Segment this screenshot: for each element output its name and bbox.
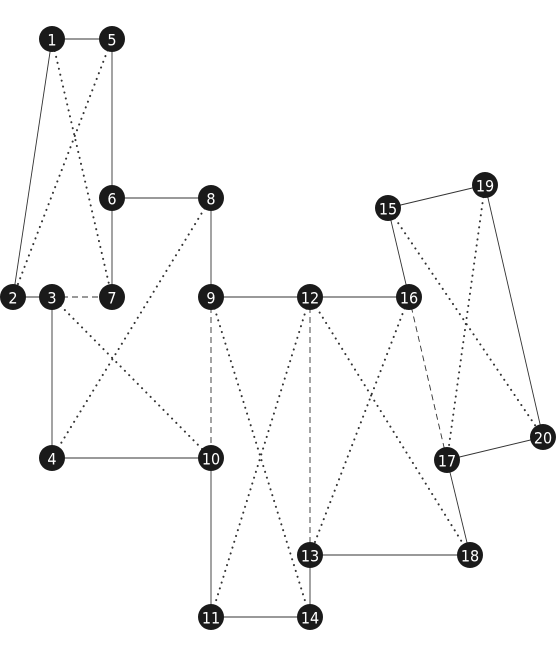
node-circle: [457, 542, 483, 568]
edge-16-13: [309, 296, 410, 556]
node-circle: [39, 445, 65, 471]
edges-layer: [12, 38, 544, 618]
edge-8-4: [51, 197, 212, 459]
node-14: 14: [297, 604, 323, 630]
node-circle: [297, 604, 323, 630]
node-16: 16: [396, 284, 422, 310]
node-4: 4: [39, 445, 65, 471]
edge-19-20: [484, 184, 544, 438]
node-label: 13: [301, 547, 319, 566]
edge-3-10: [51, 296, 212, 459]
node-circle: [99, 26, 125, 52]
edge-19-17: [446, 184, 486, 461]
node-label: 2: [8, 289, 17, 308]
node-circle: [99, 185, 125, 211]
node-17: 17: [434, 447, 460, 473]
edge-15-16: [387, 207, 410, 298]
node-label: 14: [301, 609, 319, 628]
node-5: 5: [99, 26, 125, 52]
node-label: 3: [47, 289, 56, 308]
edge-17-20: [446, 436, 544, 461]
node-3: 3: [39, 284, 65, 310]
node-12: 12: [297, 284, 323, 310]
edge-16-17: [408, 296, 448, 461]
node-circle: [396, 284, 422, 310]
edge-15-19: [387, 184, 486, 209]
node-circle: [198, 284, 224, 310]
node-circle: [198, 185, 224, 211]
node-circle: [198, 604, 224, 630]
node-circle: [375, 195, 401, 221]
edge-1-2: [12, 38, 53, 298]
edge-15-20: [387, 207, 544, 438]
edge-12-18: [309, 296, 471, 556]
edge-1-7: [51, 38, 113, 298]
node-label: 6: [107, 190, 116, 209]
node-label: 10: [202, 450, 220, 469]
node-label: 7: [107, 289, 116, 308]
node-label: 19: [476, 177, 494, 196]
node-circle: [99, 284, 125, 310]
node-label: 1: [47, 31, 56, 50]
node-2: 2: [0, 284, 26, 310]
node-label: 18: [461, 547, 479, 566]
node-circle: [198, 445, 224, 471]
node-circle: [530, 424, 556, 450]
node-8: 8: [198, 185, 224, 211]
node-1: 1: [39, 26, 65, 52]
node-label: 11: [202, 609, 220, 628]
node-7: 7: [99, 284, 125, 310]
edge-5-2: [12, 38, 113, 298]
node-circle: [39, 284, 65, 310]
edge-12-11: [210, 296, 311, 618]
node-18: 18: [457, 542, 483, 568]
node-13: 13: [297, 542, 323, 568]
node-label: 17: [438, 452, 456, 471]
node-label: 20: [534, 429, 552, 448]
node-6: 6: [99, 185, 125, 211]
node-11: 11: [198, 604, 224, 630]
node-label: 12: [301, 289, 319, 308]
node-label: 8: [206, 190, 215, 209]
node-label: 9: [206, 289, 215, 308]
node-circle: [0, 284, 26, 310]
node-label: 4: [47, 450, 56, 469]
node-label: 5: [107, 31, 116, 50]
node-circle: [39, 26, 65, 52]
node-9: 9: [198, 284, 224, 310]
node-label: 16: [400, 289, 418, 308]
node-15: 15: [375, 195, 401, 221]
node-10: 10: [198, 445, 224, 471]
node-circle: [434, 447, 460, 473]
node-19: 19: [472, 172, 498, 198]
node-circle: [297, 542, 323, 568]
node-circle: [472, 172, 498, 198]
node-label: 15: [379, 200, 397, 219]
node-circle: [297, 284, 323, 310]
edge-17-18: [446, 459, 471, 556]
node-20: 20: [530, 424, 556, 450]
edge-9-14: [210, 296, 311, 618]
